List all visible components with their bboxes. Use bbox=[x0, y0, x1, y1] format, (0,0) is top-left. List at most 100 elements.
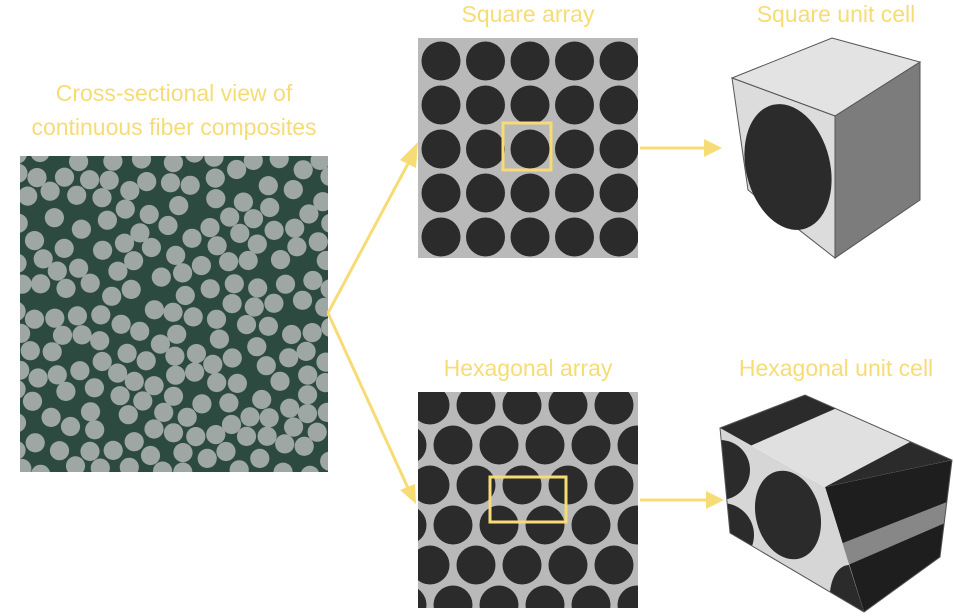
fiber bbox=[222, 348, 242, 368]
micrograph-title-line1: Cross-sectional view of bbox=[56, 80, 293, 106]
fiber bbox=[321, 214, 328, 233]
fiber bbox=[49, 441, 70, 461]
fiber bbox=[20, 274, 32, 294]
fiber bbox=[510, 85, 550, 125]
fiber bbox=[131, 156, 152, 169]
fiber bbox=[227, 159, 247, 180]
fiber bbox=[183, 307, 203, 327]
fiber bbox=[167, 324, 187, 344]
fiber bbox=[303, 270, 323, 291]
fiber bbox=[40, 181, 60, 201]
fiber bbox=[555, 217, 594, 257]
fiber bbox=[20, 413, 27, 432]
fiber bbox=[216, 441, 236, 462]
square-selection-box bbox=[501, 121, 553, 172]
fiber bbox=[243, 156, 263, 170]
fiber bbox=[65, 456, 86, 472]
fiber bbox=[238, 250, 258, 271]
fiber bbox=[121, 279, 141, 299]
fiber bbox=[247, 337, 267, 357]
fiber bbox=[33, 249, 53, 269]
arrowhead-icon bbox=[706, 491, 724, 509]
fiber bbox=[119, 457, 139, 472]
fiber bbox=[153, 461, 173, 472]
fiber bbox=[466, 41, 505, 81]
fiber bbox=[124, 371, 144, 391]
fiber bbox=[144, 376, 164, 396]
fiber bbox=[52, 325, 73, 345]
arrow-to-square-array bbox=[326, 159, 412, 314]
fiber bbox=[118, 405, 138, 425]
fiber bbox=[229, 460, 249, 472]
fiber bbox=[275, 274, 296, 294]
arrowhead-icon bbox=[400, 142, 418, 168]
fiber bbox=[27, 168, 47, 188]
fiber bbox=[257, 426, 277, 446]
fiber bbox=[421, 129, 461, 169]
fiber bbox=[60, 416, 81, 437]
fiber bbox=[185, 156, 204, 163]
arrows bbox=[326, 139, 724, 509]
fiber bbox=[320, 279, 328, 299]
fiber bbox=[191, 256, 211, 276]
fiber bbox=[599, 85, 638, 125]
fiber bbox=[20, 302, 26, 321]
fiber bbox=[45, 308, 65, 328]
fiber bbox=[20, 163, 28, 183]
fiber bbox=[252, 389, 272, 410]
fiber bbox=[320, 451, 328, 471]
fiber bbox=[186, 344, 206, 364]
fiber bbox=[321, 318, 328, 337]
fiber bbox=[72, 325, 92, 345]
fiber bbox=[47, 365, 67, 385]
fiber bbox=[207, 236, 227, 256]
fiber bbox=[219, 252, 239, 272]
fiber bbox=[227, 373, 247, 393]
fiber bbox=[99, 170, 119, 190]
fiber bbox=[92, 188, 112, 208]
fiber bbox=[67, 306, 87, 326]
fiber bbox=[103, 440, 123, 460]
fiber bbox=[294, 436, 314, 456]
fiber bbox=[41, 407, 61, 427]
fiber bbox=[80, 402, 101, 422]
fiber bbox=[510, 41, 550, 81]
fiber bbox=[108, 363, 128, 383]
fiber bbox=[466, 129, 505, 169]
fiber bbox=[250, 448, 270, 468]
fiber bbox=[283, 180, 303, 200]
fiber bbox=[555, 173, 594, 213]
fiber bbox=[233, 192, 253, 212]
fiber bbox=[299, 204, 319, 224]
fiber bbox=[510, 173, 550, 213]
fiber bbox=[466, 173, 505, 213]
fiber bbox=[24, 309, 45, 329]
fiber bbox=[67, 185, 87, 205]
fiber bbox=[421, 41, 461, 81]
fiber bbox=[124, 432, 144, 452]
fiber bbox=[258, 316, 278, 336]
fiber bbox=[243, 209, 264, 229]
fiber bbox=[219, 393, 239, 413]
fiber bbox=[139, 204, 159, 225]
fiber bbox=[163, 386, 184, 406]
fiber bbox=[20, 341, 40, 361]
fiber bbox=[205, 168, 225, 188]
fiber bbox=[222, 294, 242, 314]
fiber bbox=[25, 433, 45, 453]
fiber bbox=[175, 285, 195, 306]
fiber bbox=[165, 346, 185, 366]
fiber bbox=[230, 223, 250, 243]
fiber bbox=[466, 217, 505, 257]
fiber bbox=[298, 365, 318, 385]
fiber bbox=[259, 408, 279, 428]
fiber bbox=[54, 238, 74, 258]
fiber bbox=[31, 464, 50, 472]
fiber bbox=[197, 448, 217, 468]
fiber bbox=[47, 261, 67, 281]
fiber bbox=[273, 462, 293, 472]
fiber bbox=[44, 208, 64, 228]
fiber bbox=[80, 441, 100, 461]
fiber bbox=[20, 156, 27, 164]
fiber bbox=[510, 217, 550, 257]
